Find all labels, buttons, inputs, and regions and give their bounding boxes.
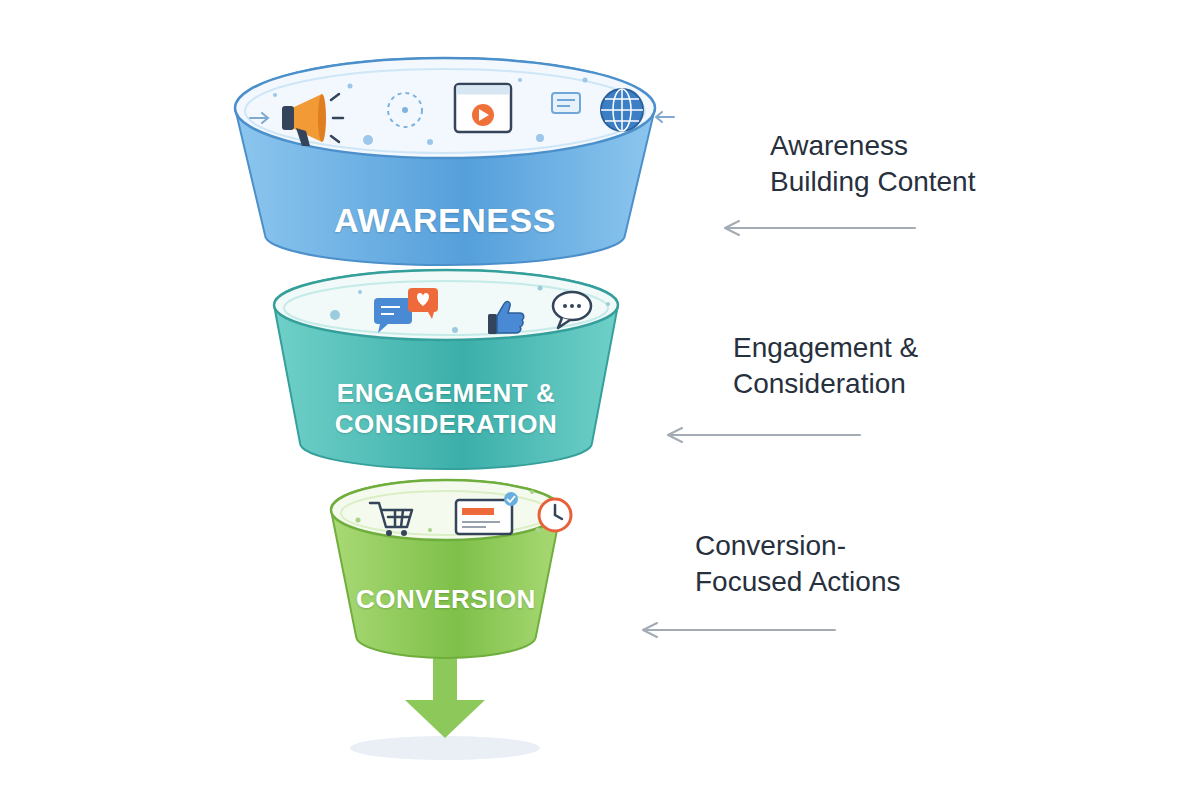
tier-body [274, 270, 618, 469]
funnel-tier: CONVERSION [328, 478, 564, 668]
tier-body [235, 58, 655, 265]
ground-shadow [350, 736, 540, 760]
leader-arrow [668, 428, 860, 442]
tier-label: CONVERSION [339, 584, 553, 615]
tier-inner-rim [284, 281, 608, 335]
tier-label: AWARENESS [260, 200, 630, 241]
tier-inner-rim [341, 491, 551, 535]
tier-inner-rim [245, 69, 645, 153]
funnel-shape [230, 55, 660, 273]
down-arrow [405, 650, 485, 738]
leader-arrow [725, 221, 915, 235]
tier-rim [331, 480, 561, 540]
leader-arrow [643, 623, 835, 637]
tier-rim [235, 58, 655, 158]
tier-label: ENGAGEMENT & CONSIDERATION [306, 378, 586, 440]
tier-rim [274, 270, 618, 340]
funnel-shape [328, 478, 564, 668]
small-arrow [656, 112, 674, 122]
funnel-tier: ENGAGEMENT & CONSIDERATION [270, 268, 622, 478]
arrow-head [405, 700, 485, 738]
tier-body [331, 480, 561, 658]
stage-label: Engagement & Consideration [733, 330, 965, 403]
stage-label: Awareness Building Content [770, 128, 1002, 201]
funnel-shape [270, 268, 622, 478]
stage-label: Conversion- Focused Actions [695, 528, 927, 601]
funnel-tier: AWARENESS [230, 55, 660, 273]
